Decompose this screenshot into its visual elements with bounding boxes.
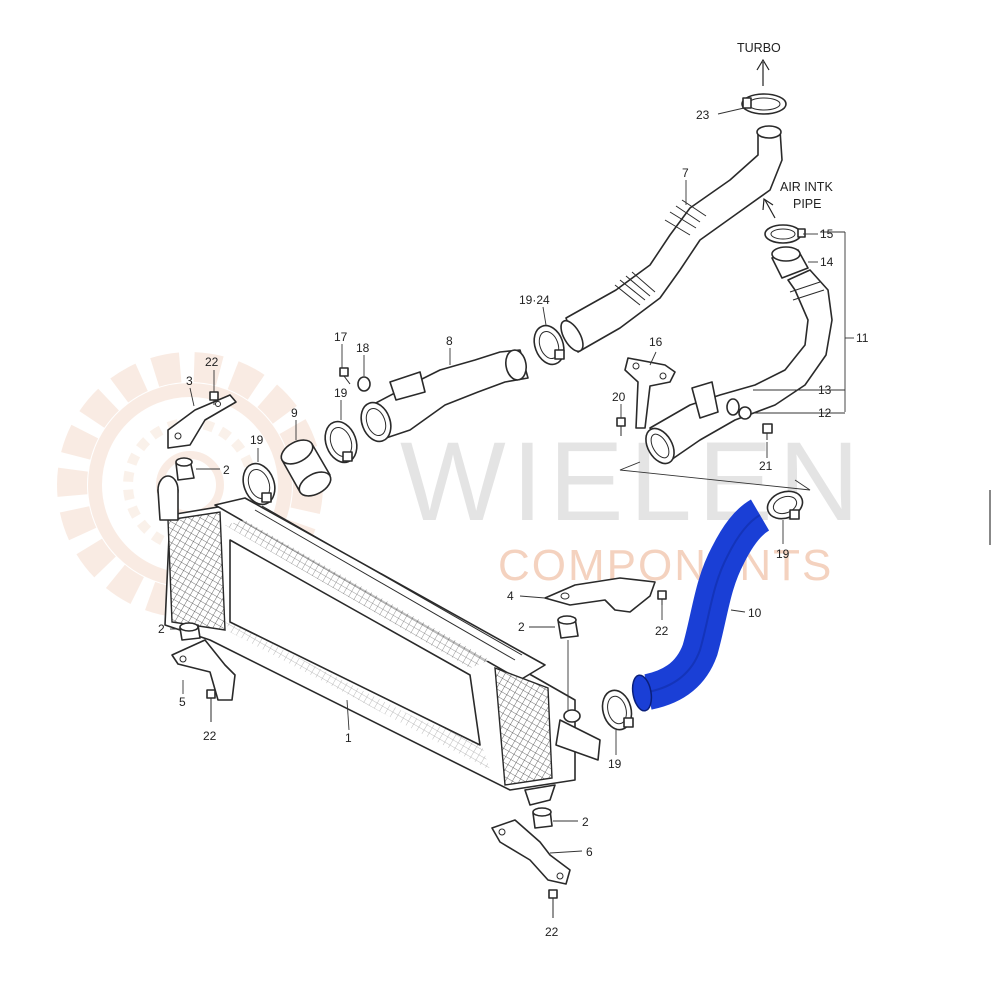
turbo-direction: TURBO	[737, 41, 781, 86]
callout-22-left: 22	[203, 729, 217, 743]
bracket-6	[491, 819, 571, 885]
callout-2-left: 2	[158, 622, 165, 636]
callout-16: 16	[649, 335, 663, 349]
air-intake-label-2: PIPE	[793, 197, 822, 211]
turbo-pipe	[560, 125, 783, 353]
callout-22-right: 22	[655, 624, 669, 638]
rubber-mount-2-left	[179, 622, 201, 641]
rubber-hose-9	[280, 439, 332, 497]
callout-3: 3	[186, 374, 193, 388]
callout-1: 1	[345, 731, 352, 745]
hose-clamp-23	[741, 93, 787, 115]
air-intake-pipe-11	[645, 269, 833, 465]
rubber-sleeve-14	[771, 246, 809, 279]
bolt-22-left	[206, 689, 216, 722]
hose-clamp-19-right-top	[766, 490, 804, 520]
callout-22-top: 22	[205, 355, 219, 369]
callout-5: 5	[179, 695, 186, 709]
rubber-mount-2-bottom	[532, 807, 553, 829]
callout-11: 11	[856, 331, 869, 345]
hose-clamp-19-upper	[324, 420, 358, 464]
hose-clamp-19-right-bottom	[601, 689, 634, 731]
washer-18	[357, 376, 371, 392]
callout-19-24: 19·24	[519, 293, 550, 307]
callout-22-bottom: 22	[545, 925, 559, 939]
callout-14: 14	[820, 255, 834, 269]
bolt-22-right	[657, 590, 667, 605]
callout-2-bottom: 2	[582, 815, 589, 829]
hose-clamp-19-24	[533, 324, 565, 366]
callout-7: 7	[682, 166, 689, 180]
callout-19-left: 19	[250, 433, 264, 447]
intercooler-core	[157, 475, 601, 806]
callout-19-upper: 19	[334, 386, 348, 400]
callout-17: 17	[334, 330, 348, 344]
callout-13: 13	[818, 383, 832, 397]
bolt-17	[339, 367, 351, 385]
callout-18: 18	[356, 341, 370, 355]
callout-15: 15	[820, 227, 834, 241]
callout-21: 21	[759, 459, 773, 473]
air-intake-label-1: AIR INTK	[780, 180, 833, 194]
rubber-mount-2-top	[175, 457, 195, 481]
turbo-label: TURBO	[737, 41, 781, 55]
callout-2-top: 2	[223, 463, 230, 477]
callout-19-right-bottom: 19	[608, 757, 622, 771]
bolt-22-bottom	[548, 889, 558, 918]
callout-9: 9	[291, 406, 298, 420]
callout-20: 20	[612, 390, 626, 404]
watermark-subtitle: COMPONENTS	[498, 541, 833, 590]
callout-labels: 23 7 15 14 11 13 12 21 19·24 16 20 17 18…	[158, 108, 869, 939]
leader-lines	[170, 107, 854, 854]
callout-23: 23	[696, 108, 710, 122]
bracket-4	[544, 577, 656, 613]
callout-2-mid: 2	[518, 620, 525, 634]
air-intake-direction: AIR INTK PIPE	[762, 180, 833, 219]
bracket-16	[624, 357, 676, 429]
intercooler-hose-blue	[631, 499, 770, 712]
callout-6: 6	[586, 845, 593, 859]
hose-clamp-15	[764, 224, 806, 244]
washer-13	[726, 398, 740, 416]
callout-4: 4	[507, 589, 514, 603]
charge-pipe-8	[360, 349, 529, 443]
watermark-brand: WIELEN	[400, 419, 865, 544]
callout-8: 8	[446, 334, 453, 348]
bracket-3	[167, 394, 237, 449]
bolt-21	[762, 423, 773, 440]
nut-12	[738, 406, 752, 420]
callout-12: 12	[818, 406, 832, 420]
callout-10: 10	[748, 606, 762, 620]
bracket-5	[171, 639, 236, 701]
rubber-mount-2-mid	[557, 615, 579, 710]
callout-19-right-top: 19	[776, 547, 790, 561]
hose-clamp-19-left	[242, 462, 276, 506]
